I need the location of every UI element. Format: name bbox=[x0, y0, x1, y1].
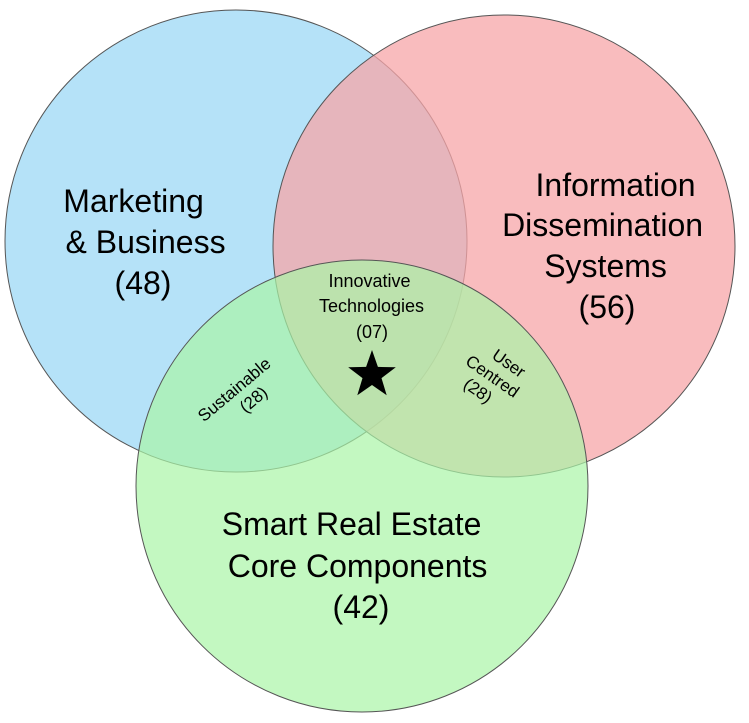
set-label-line: & Business bbox=[66, 224, 226, 260]
center-label-line: Technologies bbox=[319, 296, 424, 316]
intersection-label-user-centred: User Centred (28) bbox=[451, 335, 538, 421]
set-label-line: Smart Real Estate bbox=[222, 506, 482, 542]
set-label-line: Information bbox=[536, 167, 696, 203]
set-label-smart-real-estate: Smart Real Estate Core Components (42) bbox=[222, 506, 497, 625]
set-label-line: Dissemination bbox=[502, 207, 703, 243]
set-label-line: Core Components bbox=[228, 548, 488, 584]
set-label-line: (48) bbox=[115, 265, 172, 301]
set-label-line: (56) bbox=[579, 289, 636, 325]
center-label-line: Innovative bbox=[328, 271, 410, 291]
center-label-line: (07) bbox=[356, 322, 388, 342]
star-icon bbox=[348, 350, 396, 396]
set-label-marketing: Marketing & Business (48) bbox=[63, 183, 234, 301]
set-label-line: (42) bbox=[333, 589, 390, 625]
center-label: Innovative Technologies (07) bbox=[319, 271, 429, 342]
set-label-line: Systems bbox=[544, 248, 667, 284]
set-label-line: Marketing bbox=[63, 183, 204, 219]
set-label-information: Information Dissemination Systems (56) bbox=[502, 167, 712, 325]
circle-smart-real-estate bbox=[135, 259, 589, 713]
